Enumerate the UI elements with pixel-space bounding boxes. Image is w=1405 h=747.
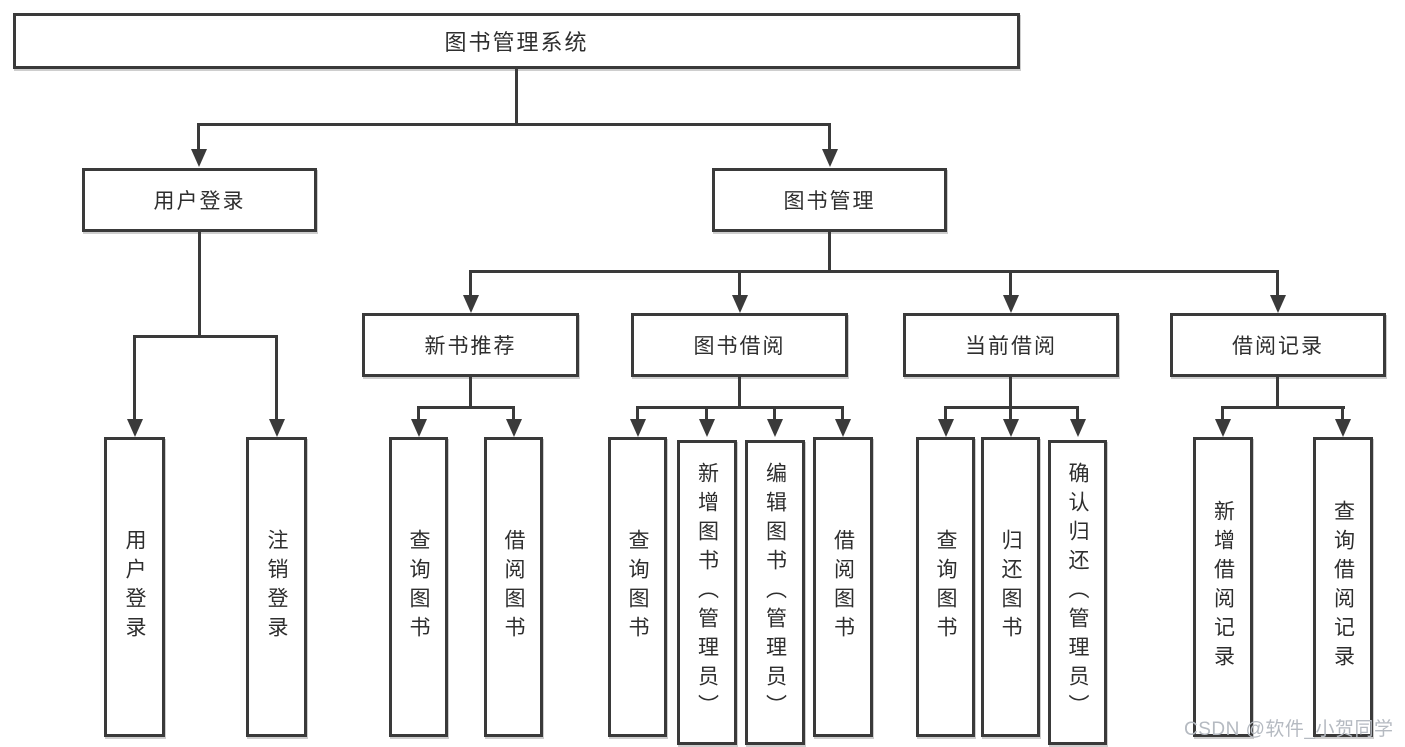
leaf-query-borrow-record: 查询借阅记录: [1313, 437, 1373, 737]
leaf-query-books-borrow-label: 查询图书: [626, 529, 649, 645]
connector-leaf: [1076, 406, 1079, 422]
connector-root-branch: [197, 123, 831, 126]
arrowhead-icon: [506, 419, 522, 437]
node-book-borrow: 图书借阅: [631, 313, 848, 377]
node-library-system-label: 图书管理系统: [444, 30, 589, 55]
connector-to-leaf-user-login: [133, 335, 136, 421]
leaf-add-borrow-record-label: 新增借阅记录: [1211, 500, 1235, 674]
leaf-borrow-books-recommend-label: 借阅图书: [502, 529, 525, 645]
connector-leaf: [944, 406, 947, 422]
connector-book-borrow-stem: [738, 376, 741, 409]
arrowhead-icon: [1215, 419, 1231, 437]
leaf-confirm-return-admin-label: 确认归还（管理员）: [1066, 462, 1089, 723]
arrowhead-icon: [699, 419, 715, 437]
connector-book-management-branch: [469, 270, 1279, 273]
leaf-logout-label: 注销登录: [265, 529, 288, 645]
connector-leaf: [636, 406, 639, 422]
leaf-borrow-books: 借阅图书: [813, 437, 873, 737]
node-current-borrow: 当前借阅: [903, 313, 1119, 377]
node-borrow-record-label: 借阅记录: [1232, 335, 1324, 358]
leaf-user-login-label: 用户登录: [123, 529, 146, 645]
leaf-query-books-borrow: 查询图书: [608, 437, 667, 737]
connector-leaf: [705, 406, 708, 422]
connector-borrow-record-stem: [1276, 376, 1279, 409]
arrowhead-icon: [822, 149, 838, 167]
connector-leaf: [1221, 406, 1224, 422]
connector-book-borrow-branch: [636, 406, 844, 409]
arrowhead-icon: [1003, 419, 1019, 437]
arrowhead-icon: [1270, 295, 1286, 313]
arrowhead-icon: [191, 149, 207, 167]
leaf-query-borrow-record-label: 查询借阅记录: [1331, 500, 1355, 674]
arrowhead-icon: [835, 419, 851, 437]
connector-leaf: [773, 406, 776, 422]
node-book-borrow-label: 图书借阅: [693, 335, 786, 358]
node-user-login-label: 用户登录: [153, 190, 246, 213]
leaf-borrow-books-recommend: 借阅图书: [484, 437, 543, 737]
leaf-return-book: 归还图书: [981, 437, 1040, 737]
node-user-login: 用户登录: [82, 168, 317, 232]
arrowhead-icon: [767, 419, 783, 437]
leaf-add-borrow-record: 新增借阅记录: [1193, 437, 1253, 737]
arrowhead-icon: [1335, 419, 1351, 437]
connector-to-current-borrow: [1009, 270, 1012, 297]
leaf-return-book-label: 归还图书: [999, 529, 1022, 645]
connector-to-leaf-logout: [275, 335, 278, 421]
connector-leaf: [417, 406, 420, 422]
node-borrow-record: 借阅记录: [1170, 313, 1386, 377]
arrowhead-icon: [1003, 295, 1019, 313]
leaf-query-books-recommend-label: 查询图书: [407, 529, 430, 645]
connector-leaf: [1009, 406, 1012, 422]
connector-to-borrow-record: [1276, 270, 1279, 297]
connector-root-stem: [515, 67, 518, 126]
connector-user-login-branch: [133, 335, 278, 338]
connector-user-login-stem: [198, 232, 201, 338]
connector-to-book-management: [828, 123, 831, 151]
leaf-logout: 注销登录: [246, 437, 307, 737]
arrowhead-icon: [732, 295, 748, 313]
node-library-system: 图书管理系统: [13, 13, 1020, 69]
leaf-query-books-current-label: 查询图书: [934, 529, 957, 645]
connector-borrow-record-branch: [1221, 406, 1345, 409]
connector-current-borrow-stem: [1009, 376, 1012, 409]
connector-leaf: [512, 406, 515, 422]
arrowhead-icon: [127, 419, 143, 437]
connector-new-book-stem: [469, 376, 472, 409]
connector-to-new-book: [469, 270, 472, 297]
leaf-edit-book-admin-label: 编辑图书（管理员）: [763, 462, 787, 723]
node-new-book-recommend: 新书推荐: [362, 313, 579, 377]
node-book-management: 图书管理: [712, 168, 947, 232]
node-current-borrow-label: 当前借阅: [965, 335, 1057, 358]
leaf-edit-book-admin: 编辑图书（管理员）: [745, 440, 805, 745]
connector-leaf: [1341, 406, 1344, 422]
leaf-query-books-current: 查询图书: [916, 437, 975, 737]
leaf-borrow-books-label: 借阅图书: [831, 529, 855, 645]
connector-leaf: [841, 406, 844, 422]
connector-book-management-stem: [828, 232, 831, 273]
csdn-watermark: CSDN @软件_小贺同学: [1184, 719, 1394, 740]
node-new-book-recommend-label: 新书推荐: [424, 335, 517, 358]
node-book-management-label: 图书管理: [783, 190, 876, 213]
connector-to-user-login: [197, 123, 200, 151]
arrowhead-icon: [630, 419, 646, 437]
arrowhead-icon: [1070, 419, 1086, 437]
arrowhead-icon: [463, 295, 479, 313]
arrowhead-icon: [411, 419, 427, 437]
leaf-query-books-recommend: 查询图书: [389, 437, 448, 737]
connector-new-book-branch: [417, 406, 515, 409]
connector-to-book-borrow: [738, 270, 741, 297]
leaf-confirm-return-admin: 确认归还（管理员）: [1048, 440, 1107, 745]
leaf-add-book-admin: 新增图书（管理员）: [677, 440, 737, 745]
arrowhead-icon: [938, 419, 954, 437]
arrowhead-icon: [269, 419, 285, 437]
leaf-user-login: 用户登录: [104, 437, 165, 737]
leaf-add-book-admin-label: 新增图书（管理员）: [695, 462, 719, 723]
